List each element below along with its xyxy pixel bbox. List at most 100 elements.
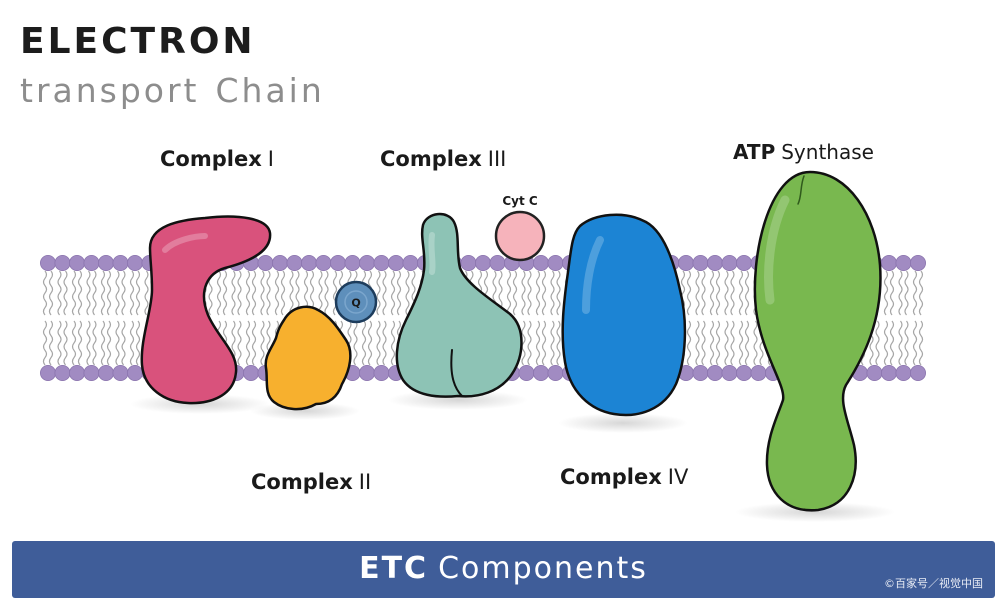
lipid-head (460, 254, 477, 271)
lipid-tail (535, 320, 541, 366)
lipid-tail (912, 270, 918, 316)
lipid-tail (135, 320, 141, 366)
lipid-head (547, 364, 564, 381)
complex-1-shape (140, 215, 272, 405)
lipid-head (98, 254, 115, 271)
lipid-tail (556, 270, 561, 316)
lipid-tail (550, 270, 555, 316)
lipid-head (474, 254, 491, 271)
lipid-tail (550, 320, 555, 366)
lipid-head (895, 364, 912, 381)
lipid-tail (701, 320, 706, 366)
cytc-circle (494, 210, 546, 262)
lipid-tail (396, 270, 402, 316)
lipid-tail (521, 270, 526, 316)
lipid-tail (521, 320, 526, 366)
lipid-tail (875, 320, 880, 366)
lipid-tail (274, 270, 280, 316)
lipid-head (286, 254, 303, 271)
lipid-head (329, 254, 346, 271)
lipid-tail (753, 320, 758, 366)
lipid-tail (898, 270, 903, 316)
complex-2-shape (264, 305, 352, 411)
lipid-tail (730, 270, 735, 316)
lipid-tail (129, 270, 135, 316)
banner-title-rest: Components (438, 551, 648, 586)
watermark-credit: ©百家号／视觉中国 (884, 577, 983, 590)
lipid-tail (405, 270, 410, 316)
lipid-tail (77, 270, 83, 316)
lipid-tail (527, 320, 532, 366)
lipid-tail (376, 320, 381, 366)
lipid-tail (86, 270, 91, 316)
lipid-head (83, 364, 100, 381)
lipid-head (300, 254, 317, 271)
lipid-tail (382, 320, 387, 366)
lipid-tail (237, 270, 242, 316)
lipid-tail (541, 320, 547, 366)
lipid-head (692, 254, 709, 271)
cytochrome-c: Cyt C (494, 194, 546, 262)
lipid-tail (251, 270, 257, 316)
complex-2 (264, 305, 352, 411)
lipid-tail (506, 270, 512, 316)
lipid-tail (63, 320, 68, 366)
lipid-tail (918, 320, 924, 366)
lipid-head (547, 254, 564, 271)
lipid-tail (57, 270, 62, 316)
lipid-tail (71, 320, 77, 366)
lipid-tail (115, 320, 120, 366)
lipid-head (533, 254, 550, 271)
lipid-tail (222, 270, 228, 316)
lipid-head (895, 254, 912, 271)
lipid-tail (367, 320, 373, 366)
lipid-tail (904, 270, 909, 316)
lipid-tail (541, 270, 547, 316)
lipid-tail (289, 270, 294, 316)
complex-3 (395, 212, 523, 398)
lipid-tail (738, 270, 744, 316)
complex-4 (561, 213, 687, 417)
lipid-tail (100, 320, 106, 366)
lipid-head (315, 254, 332, 271)
lipid-head (40, 254, 57, 271)
lipid-tail (695, 320, 700, 366)
lipid-tail (318, 270, 323, 316)
lipid-head (242, 364, 259, 381)
ubiquinone-q: Q (334, 280, 378, 324)
lipid-tail (701, 270, 706, 316)
lipid-tail (686, 270, 692, 316)
lipid-tail (106, 270, 112, 316)
lipid-head (750, 364, 767, 381)
lipid-tail (361, 320, 367, 366)
lipid-head (373, 254, 390, 271)
lipid-head (736, 254, 753, 271)
lipid-tail (121, 270, 126, 316)
title-main: ELECTRON (20, 21, 256, 62)
lipid-tail (889, 270, 895, 316)
lipid-tail (57, 320, 62, 366)
complex-3-shape (395, 212, 523, 398)
lipid-head (707, 364, 724, 381)
lipid-head (533, 364, 550, 381)
lipid-tail (121, 320, 126, 366)
lipid-tail (48, 270, 54, 316)
lipid-tail (898, 320, 903, 366)
lipid-head (98, 364, 115, 381)
lipid-head (69, 254, 86, 271)
lipid-tail (260, 270, 265, 316)
lipid-tail (912, 320, 918, 366)
lipid-head (69, 364, 86, 381)
lipid-tail (709, 270, 715, 316)
lipid-tail (48, 320, 54, 366)
lipid-tail (744, 320, 750, 366)
lipid-head (112, 364, 129, 381)
lipid-head (54, 254, 71, 271)
